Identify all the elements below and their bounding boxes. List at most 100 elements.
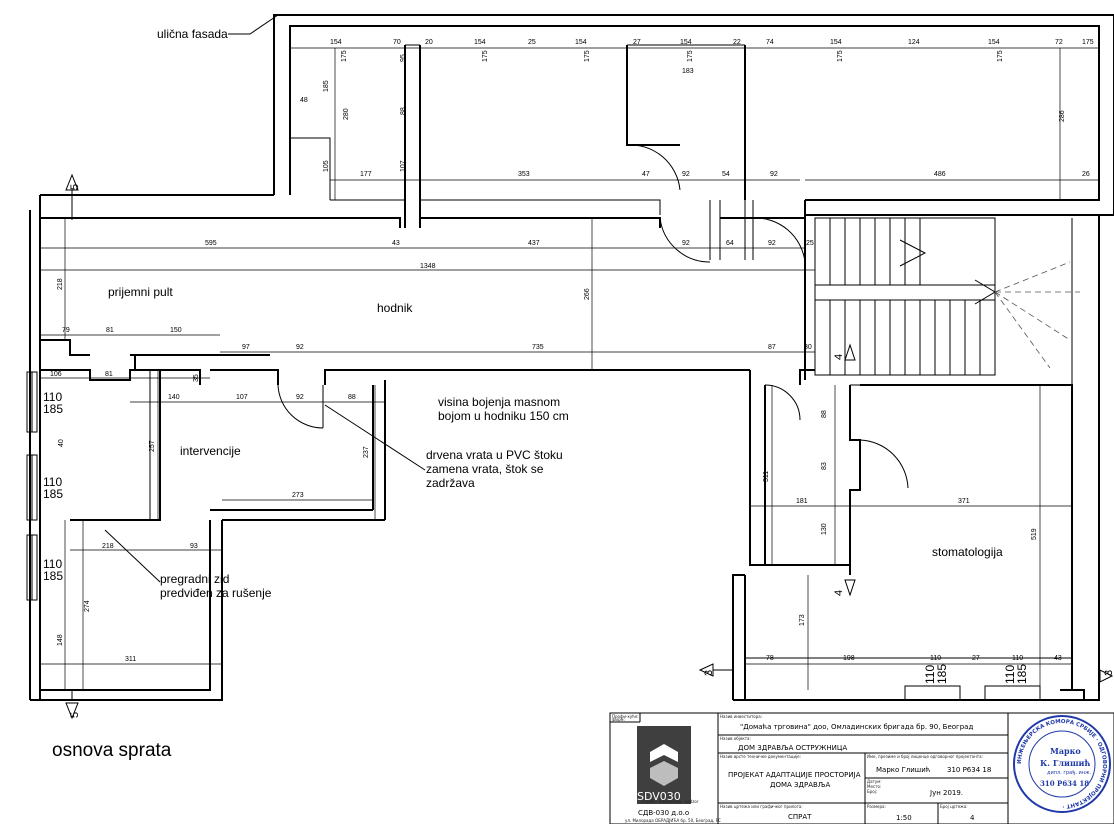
stamp-name-line-2: К. Глишић [1040,758,1090,768]
dim-label: 92 [296,344,304,351]
top-dimensions: 154 70 20 154 25 154 27 154 22 74 154 12… [330,39,1094,46]
dim-label: 92 [296,394,304,401]
stamp-number: 310 Р634 18 [1040,779,1089,788]
dim-label: 26 [1082,171,1090,178]
left-window-dimensions: 110 185 110 185 110 185 [43,390,63,583]
company-logo: projekt · inženjering · nadzor [637,726,699,804]
stamp-title: дипл. грађ. инж. [1047,769,1092,776]
dim-label: 148 [57,634,64,646]
dim-label: 257 [149,440,156,452]
title-block: projekt · inženjering · nadzor SDV030 СД… [609,712,1114,824]
dim-label: 175 [341,50,348,62]
tb-project-line-1: ПРОЈЕКАТ АДАПТАЦИЈЕ ПРОСТОРИЈА [728,771,861,779]
dim-label: 1348 [420,263,436,270]
dim-label: 78 [766,655,774,662]
dim-label: 30 [804,344,812,351]
tb-header-date: Датум: [867,779,882,784]
dim-label: 237 [363,446,370,458]
tb-date: Јун 2019. [929,789,963,797]
dim-label: 286 [1059,110,1066,122]
dim-label: 88 [348,394,356,401]
dim-label: 110 [43,557,62,571]
company-address: ул. Милорада ОБРАДЈИЋА бр. 50, Београд, … [625,818,721,823]
dim-label: 74 [766,39,774,46]
dim-label: 27 [633,39,641,46]
dim-label: 185 [935,664,949,684]
tb-header-object: Назив објекта: [720,736,751,741]
logo-subtitle: projekt · inženjering · nadzor [641,799,699,804]
left-windows [26,371,38,601]
dim-label: 97 [242,344,250,351]
dim-label: 154 [330,39,342,46]
dim-label: 274 [84,600,91,612]
tb-header-drawing: Назив цртежа или графичког прилога: [720,804,803,809]
logo-text: SDV030 [637,790,681,803]
tb-header-scale: Размера: [867,804,886,809]
tb-header-responsible: Име, презиме и број лиценце одговорног п… [867,754,983,759]
tb-header-number: Број: [867,789,877,794]
dim-label: 81 [105,371,113,378]
floor-plan-title: osnova sprata [52,740,172,761]
section-number: 4 [833,354,845,360]
middle-walls [40,339,815,521]
dim-label: 83 [821,462,828,470]
door-note-line-1: drvena vrata u PVC štoku [426,448,563,462]
dim-label: 175 [482,50,489,62]
dim-label: 185 [43,487,63,501]
dim-label: 40 [58,439,65,447]
dim-label: 371 [958,498,970,505]
dim-label: 185 [43,569,63,583]
dim-label: 25 [528,39,536,46]
dim-label: 110 [1003,665,1017,684]
dim-label: 48 [300,97,308,104]
right-dimensions: 88 83 311 181 371 130 519 173 78 198 110… [763,410,1062,684]
dim-label: 92 [682,171,690,178]
dim-label: 181 [796,498,808,505]
dim-label: 218 [57,278,64,290]
dim-label: 110 [43,475,62,489]
dim-label: 95 [400,54,407,62]
dim-label: 107 [400,160,407,172]
dim-label: 88 [821,410,828,418]
dim-label: 106 [50,371,62,378]
dim-label: 177 [360,171,372,178]
dim-label: 107 [236,394,248,401]
intervention-label: intervencije [180,444,241,458]
tb-header-place: Место: [867,784,881,789]
tb-header-firm: фирм: [612,717,625,722]
dim-label: 22 [733,39,741,46]
dim-label: 185 [43,402,63,416]
dim-label: 92 [682,240,690,247]
dim-label: 154 [680,39,692,46]
dim-label: 266 [584,288,591,300]
dim-label: 27 [972,655,980,662]
reception-label: prijemni pult [108,285,173,299]
section-number: 3 [1103,670,1114,676]
dim-label: 124 [908,39,920,46]
tb-header-docs: Назив врсте техничке документације: [720,754,801,759]
dim-label: 154 [830,39,842,46]
section-number: 5 [69,712,81,718]
paint-note-line-2: bojom u hodniku 150 cm [438,409,569,423]
dim-label: 154 [575,39,587,46]
tb-header-investor: Назив инвеститора: [720,714,762,719]
partition-note-line-2: predviđen za rušenje [160,586,272,600]
tb-sheet: 4 [970,814,975,822]
tb-license: 310 Р634 18 [947,766,991,774]
dim-label: 130 [821,523,828,535]
dim-label: 175 [1082,39,1094,46]
dim-label: 353 [518,171,530,178]
dim-label: 110 [930,655,941,662]
dim-label: 175 [584,50,591,62]
dim-label: 54 [722,171,730,178]
tb-drawing: СПРАТ [788,813,812,821]
dim-label: 198 [843,655,855,662]
dim-label: 595 [205,240,217,247]
dim-label: 110 [923,665,937,684]
dim-label: 273 [292,492,304,499]
dental-label: stomatologija [932,545,1003,559]
tb-project-line-2: ДОМА ЗДРАВЉА [770,781,830,789]
dim-label: 81 [106,327,114,334]
dim-label: 735 [532,344,544,351]
leader-lines [104,14,426,583]
